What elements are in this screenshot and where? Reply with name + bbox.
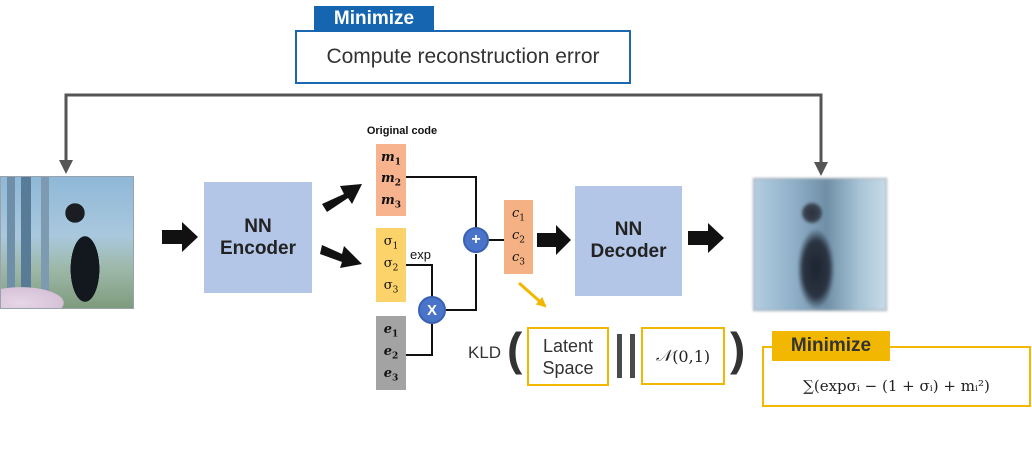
kl-formula: ∑(expσᵢ − (1 + σᵢ) + mᵢ²) <box>803 377 990 395</box>
reconstruction-error-text: Compute reconstruction error <box>326 45 600 68</box>
sigma-element: σ1 <box>383 234 399 252</box>
exp-label: exp <box>410 247 431 262</box>
latent-label-line1: Latent <box>542 335 594 356</box>
sigma-element: σ2 <box>383 256 399 274</box>
decoder-label-line1: NN <box>614 219 643 240</box>
code-element: c1 <box>511 206 525 224</box>
decoder-label-line2: Decoder <box>590 241 667 262</box>
mean-element: m3 <box>380 192 402 211</box>
mean-element: m2 <box>380 171 402 189</box>
noise-element: e3 <box>383 366 399 384</box>
kld-close-paren: ) <box>730 323 746 375</box>
nn-decoder-block: NN Decoder <box>575 186 682 296</box>
original-code-label: Original code <box>366 125 438 137</box>
wire-sigma-to-times <box>406 264 433 297</box>
latent-label-line2: Space <box>542 357 594 378</box>
normal-args: (0,1) <box>672 346 711 366</box>
multiply-operator: X <box>418 296 446 324</box>
kld-open-paren: ( <box>507 323 523 375</box>
normal-symbol: 𝒩 <box>655 346 672 365</box>
noise-element: e1 <box>383 322 399 340</box>
minimize-recon-tag: Minimize <box>314 6 434 32</box>
mean-element: m1 <box>380 149 402 168</box>
mean-vector: m1 m2 m3 <box>376 144 406 216</box>
minimize-kl-tag: Minimize <box>772 331 890 361</box>
sigma-vector: σ1 σ2 σ3 <box>376 228 406 302</box>
kl-formula-box: ∑(expσᵢ − (1 + σᵢ) + mᵢ²) <box>762 346 1031 407</box>
arrow-encoder-to-sigma <box>320 245 362 268</box>
recon-arrowhead-right <box>814 162 828 176</box>
sigma-element: σ3 <box>383 278 399 296</box>
wire-mean-to-plus <box>406 176 477 228</box>
nn-encoder-block: NN Encoder <box>204 182 312 293</box>
encoder-label-line2: Encoder <box>219 237 297 259</box>
wire-noise-to-times <box>406 324 433 356</box>
reconstructed-image <box>753 178 887 311</box>
input-image <box>0 176 134 309</box>
recon-arrowhead-left <box>59 160 73 174</box>
kld-divider-bars <box>617 334 635 378</box>
noise-element: e2 <box>383 344 399 362</box>
arrow-code-to-decoder <box>537 225 571 255</box>
standard-normal-box: 𝒩(0,1) <box>641 327 725 385</box>
code-vector: c1 c2 c3 <box>504 200 533 274</box>
recon-feedback-line <box>64 93 823 172</box>
latent-pointer-arrow <box>518 281 547 308</box>
noise-vector: e1 e2 e3 <box>376 316 406 390</box>
arrow-decoder-to-output <box>688 223 724 253</box>
encoder-label-line1: NN <box>244 215 272 237</box>
code-element: c2 <box>511 228 525 246</box>
plus-operator: + <box>463 227 489 253</box>
latent-space-box: Latent Space <box>527 327 609 386</box>
arrow-encoder-to-mean <box>322 184 362 212</box>
reconstruction-error-box: Compute reconstruction error <box>295 30 631 84</box>
code-element: c3 <box>511 250 525 268</box>
arrow-input-to-encoder <box>162 222 198 252</box>
kld-label: KLD <box>468 343 502 362</box>
wire-times-to-plus <box>446 254 477 311</box>
